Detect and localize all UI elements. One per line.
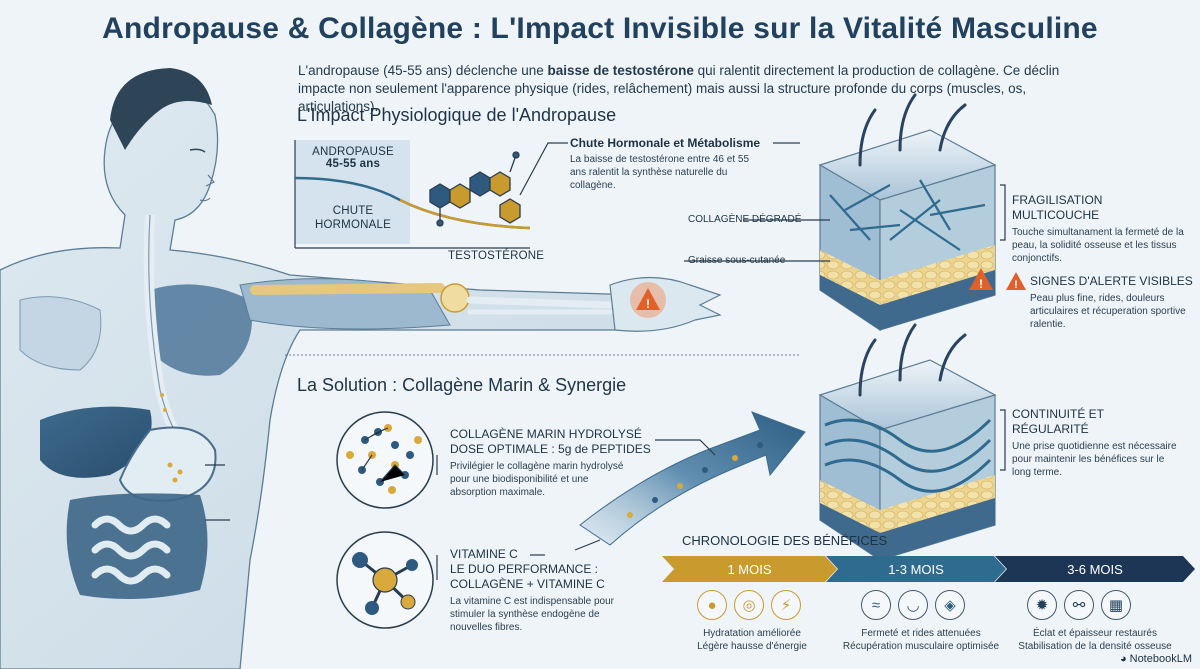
timeline-phase-3-benefits: Éclat et épaisseur restaurés Stabilisati… [1018,628,1172,652]
water-drop-icon: ◎ [734,590,764,620]
timeline-phase-1: 1 MOIS [662,556,837,582]
signes-alerte-callout: SIGNES D'ALERTE VISIBLES Peau plus fine,… [1030,274,1193,330]
svg-text:!: ! [979,277,983,291]
alert-icon-hand: ! [636,288,660,311]
alert-icon-skin: ! ! [969,268,1026,291]
collagene-degrade-label: COLLAGÈNE DÉGRADÉ [688,214,802,225]
timeline-heading: CHRONOLOGIE DES BÉNÉFICES [682,533,888,548]
fragilisation-callout: FRAGILISATION MULTICOUCHE Touche simulta… [1012,193,1184,264]
lips-icon: ◡ [898,590,928,620]
timeline-phase-2-benefits: Fermeté et rides attenuées Récupération … [842,628,1000,652]
radiance-icon: ✹ [1027,590,1057,620]
skin-block-damaged [818,93,997,332]
collagen-peptide-icon [336,411,434,509]
skin-firmness-icon: ≈ [861,590,891,620]
brand-watermark: ◕ NotebookLM [1119,653,1192,665]
graisse-label: Graisse sous-cutanée [688,255,786,266]
svg-text:!: ! [646,297,650,311]
vitamine-c-callout: VITAMINE C LE DUO PERFORMANCE : COLLAGÈN… [450,547,614,633]
hormone-chart [294,140,531,249]
leader-lines [205,142,1006,580]
timeline-phase-2: 1-3 MOIS [826,556,1006,582]
male-body-figure [0,68,722,669]
chute-metabolisme-callout: Chute Hormonale et Métabolisme La baisse… [570,136,761,191]
timeline-phase-1-benefits: Hydratation améliorée Légère hausse d'én… [697,628,807,652]
muscle-icon: ◈ [935,590,965,620]
absorption-arrow [579,411,806,546]
impact-heading: L'Impact Physiologique de l'Andropause [297,105,617,125]
bone-icon: ⚯ [1064,590,1094,620]
chute-hormonale-label: CHUTE HORMONALE [315,205,391,231]
andropause-label: ANDROPAUSE 45-55 ans [312,146,394,170]
energy-bolt-icon: ⚡ [771,590,801,620]
continuite-callout: CONTINUITÉ ET RÉGULARITÉ Une prise quoti… [1012,407,1177,478]
intro-text: L'andropause (45-55 ans) déclenche une b… [298,63,1060,114]
svg-text:!: ! [1014,279,1018,291]
skin-block-restored [818,323,997,562]
notebooklm-logo-icon: ◕ [1119,653,1127,665]
page-title: Andropause & Collagène : L'Impact Invisi… [102,12,1098,45]
solution-heading: La Solution : Collagène Marin & Synergie [297,375,627,395]
bone-density-icon: ▦ [1101,590,1131,620]
vitamin-c-molecule-icon [336,531,434,629]
hydration-icon: ● [697,590,727,620]
collagene-marin-callout: COLLAGÈNE MARIN HYDROLYSÉ DOSE OPTIMALE … [450,427,651,498]
testosterone-label: TESTOSTÉRONE [448,250,545,262]
timeline-phase-3: 3-6 MOIS [995,556,1195,582]
testosterone-molecule-icon [429,151,521,227]
